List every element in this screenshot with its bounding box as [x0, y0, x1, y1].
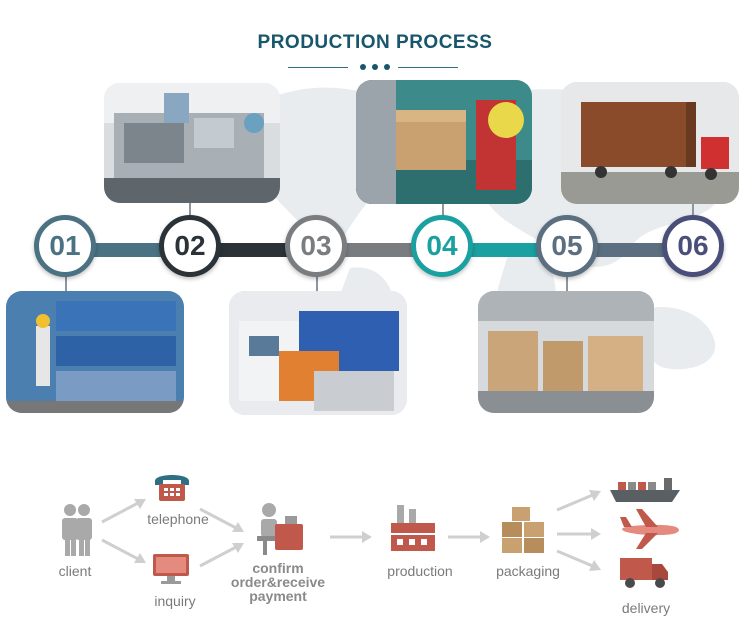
step-circle-02: 02 — [159, 215, 221, 277]
truck-icon — [620, 558, 668, 588]
connector-02 — [189, 203, 191, 217]
arrow-telephone-confirm — [199, 507, 244, 532]
photo-cartoning-machine — [104, 83, 280, 203]
step-circle-06: 06 — [662, 215, 724, 277]
arrow-packaging-truck — [556, 549, 601, 571]
step-circle-01: 01 — [34, 215, 96, 277]
arrow-client-inquiry — [101, 538, 146, 563]
connector-06 — [692, 203, 694, 217]
step-circle-04: 04 — [411, 215, 473, 277]
client-icon — [62, 504, 92, 556]
connector-03 — [316, 275, 318, 293]
label-order-receive: order&receive — [230, 574, 326, 590]
photo-carton-sealing — [356, 80, 532, 204]
arrow-confirm-production — [330, 531, 372, 543]
ship-icon — [610, 478, 680, 502]
title-underline-left — [288, 67, 348, 68]
label-delivery: delivery — [621, 600, 671, 616]
page-title: PRODUCTION PROCESS — [257, 32, 493, 53]
connector-04 — [442, 203, 444, 217]
arrow-inquiry-confirm — [199, 543, 244, 568]
label-inquiry: inquiry — [154, 593, 196, 609]
label-packaging: packaging — [496, 563, 560, 579]
photo-raw-material-warehouse — [6, 291, 184, 413]
title-dot — [372, 64, 378, 70]
label-telephone: telephone — [147, 511, 209, 527]
title-underline-right — [398, 67, 458, 68]
factory-icon — [391, 505, 435, 551]
timeline-bar-01-02 — [92, 243, 164, 257]
title-dot — [360, 64, 366, 70]
timeline-bar-02-03 — [218, 243, 290, 257]
computer-icon — [153, 554, 189, 584]
title-dot — [384, 64, 390, 70]
photo-shrink-wrap-machine — [229, 291, 407, 415]
airplane-icon — [620, 509, 679, 549]
step-circle-03: 03 — [285, 215, 347, 277]
step-circle-05: 05 — [536, 215, 598, 277]
photo-finished-goods-warehouse — [478, 291, 654, 413]
timeline-bar-03-04 — [344, 243, 416, 257]
office-worker-icon — [257, 503, 303, 555]
timeline-bar-05-06 — [596, 243, 668, 257]
arrow-packaging-ship — [556, 490, 601, 512]
label-production: production — [387, 563, 453, 579]
connector-05 — [566, 275, 568, 293]
label-payment: payment — [249, 588, 307, 604]
photo-container-truck — [561, 82, 739, 204]
timeline-bar-04-05 — [470, 243, 542, 257]
boxes-icon — [502, 507, 544, 553]
telephone-icon — [155, 475, 189, 501]
arrow-production-packaging — [448, 531, 490, 543]
arrow-client-telephone — [101, 499, 146, 524]
arrow-packaging-plane — [557, 528, 601, 540]
connector-01 — [65, 275, 67, 293]
label-client: client — [58, 563, 92, 579]
label-confirm-order-payment: confirm order&receive payment — [225, 561, 331, 603]
label-confirm: confirm — [252, 560, 304, 576]
